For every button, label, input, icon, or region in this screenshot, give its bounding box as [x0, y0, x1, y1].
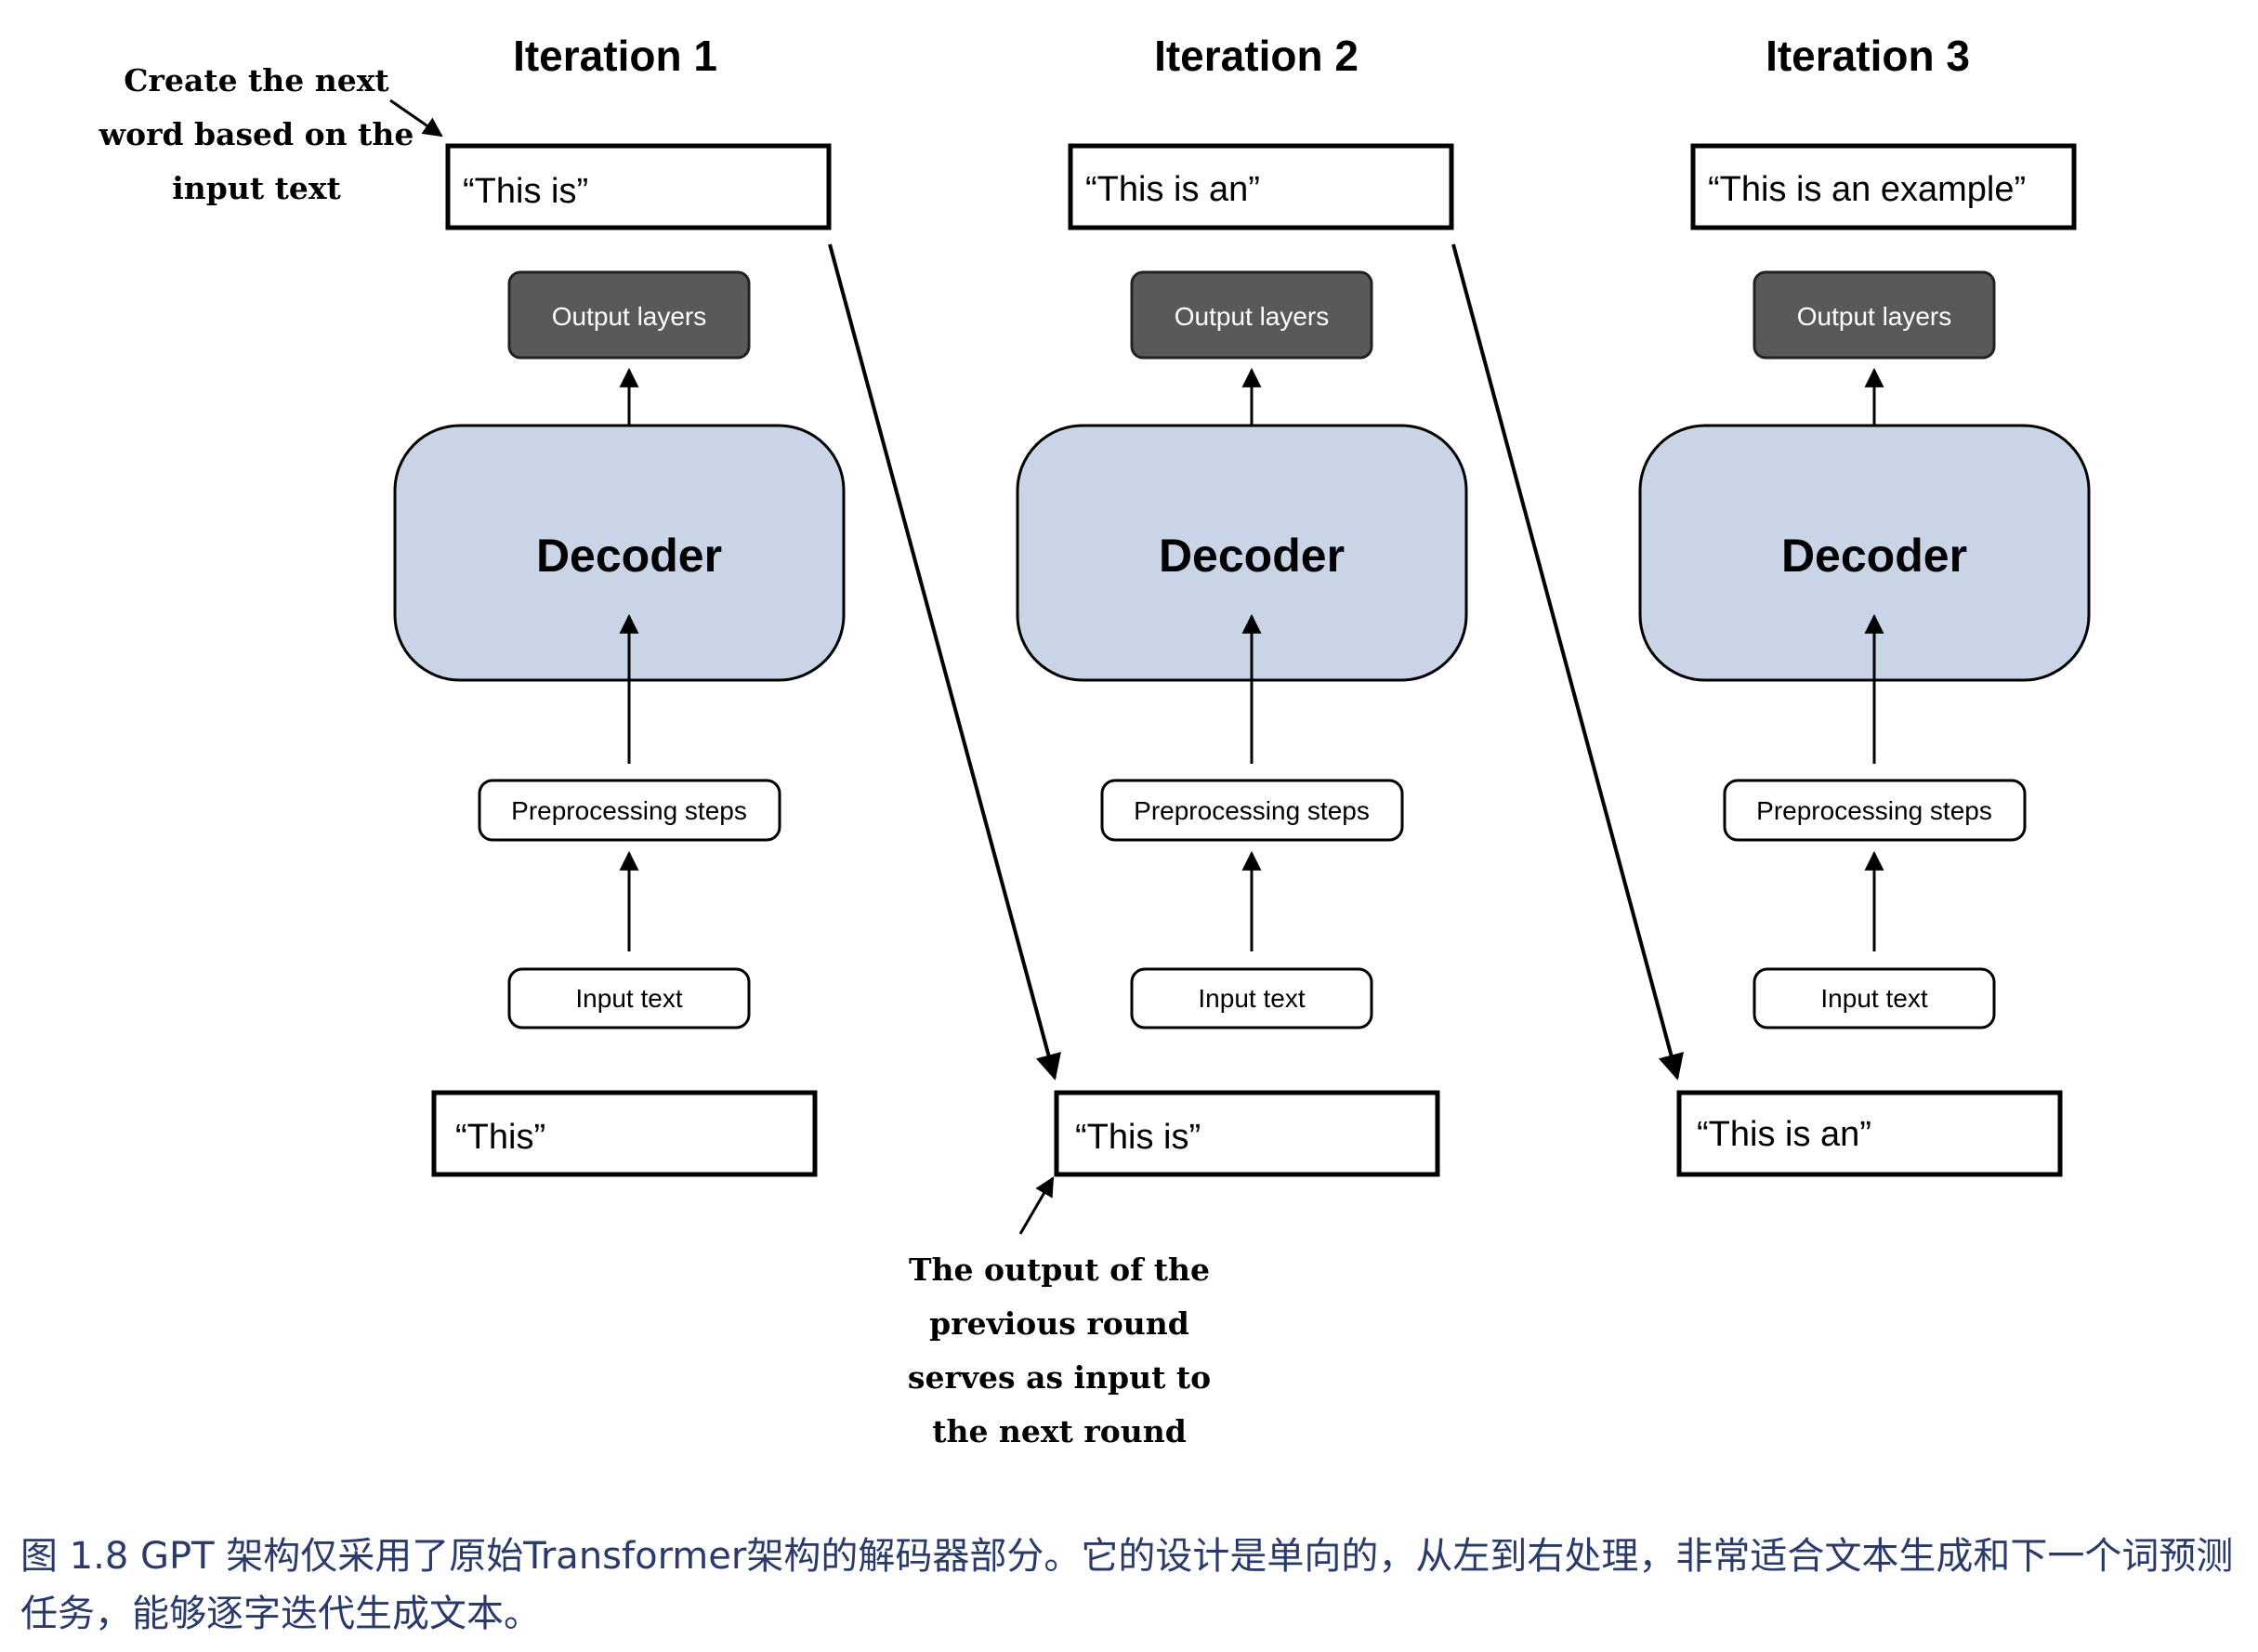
- iteration-2-input-text: “This is”: [1075, 1118, 1201, 1157]
- iteration-2: Iteration 2 “This is an” Output layers D…: [1016, 32, 1468, 1177]
- iteration-3-output-layers: [1753, 270, 1996, 360]
- annotation-bottom-line-1: The output of the: [909, 1252, 1210, 1288]
- annotation-top-line-2: word based on the: [98, 116, 414, 152]
- iteration-3-output-layers-label: Output layers: [1797, 302, 1952, 331]
- iteration-2-title: Iteration 2: [1154, 32, 1359, 80]
- iteration-3-preprocessing-box: [1723, 779, 2027, 842]
- annotation-bottom-line-2: previous round: [929, 1305, 1189, 1342]
- figure-caption: 图 1.8 GPT 架构仅采用了原始Transformer架构的解码器部分。它的…: [20, 1535, 2234, 1635]
- iteration-3-input-box: [1753, 967, 1996, 1029]
- iteration-3-input-label: Input text: [1820, 984, 1927, 1013]
- iteration-3: Iteration 3 “This is an example” Output …: [1638, 32, 2091, 1177]
- iteration-1-input-label: Input text: [575, 984, 682, 1013]
- iteration-1-output-layers: [507, 270, 751, 360]
- iteration-2-output-text: “This is an”: [1085, 170, 1260, 209]
- gpt-iteration-diagram: Create the next word based on the input …: [98, 32, 2091, 1449]
- iteration-3-input-text-box: [1676, 1090, 2063, 1177]
- iteration-2-input-label: Input text: [1198, 984, 1305, 1013]
- iteration-1-input-text-box: [431, 1090, 818, 1177]
- iteration-2-output-box: [1068, 143, 1454, 230]
- iteration-3-title: Iteration 3: [1766, 32, 1970, 80]
- iteration-1-preprocessing-box: [478, 779, 781, 842]
- iteration-1-output-box: [445, 143, 832, 230]
- iteration-1-output-text: “This is”: [463, 172, 588, 211]
- iteration-2-decoder-label: Decoder: [1159, 530, 1345, 582]
- annotation-bottom-line-4: the next round: [932, 1413, 1187, 1449]
- iteration-1-decoder: [393, 424, 846, 682]
- iteration-2-input-text-box: [1054, 1090, 1440, 1177]
- iteration-3-decoder-label: Decoder: [1781, 530, 1967, 582]
- iteration-2-output-layers-label: Output layers: [1175, 302, 1330, 331]
- iteration-2-output-layers: [1130, 270, 1373, 360]
- iteration-2-preprocessing-label: Preprocessing steps: [1134, 796, 1370, 825]
- iteration-3-output-box: [1690, 143, 2077, 230]
- iteration-3-output-text: “This is an example”: [1708, 170, 2026, 209]
- iteration-3-preprocessing-label: Preprocessing steps: [1756, 796, 1992, 825]
- iteration-2-decoder: [1016, 424, 1468, 682]
- feedback-arrow-1-to-2: [828, 243, 1061, 1081]
- annotation-bottom-arrow: [1018, 1176, 1055, 1235]
- iteration-1-title: Iteration 1: [513, 32, 717, 80]
- feedback-arrow-2-to-3: [1451, 243, 1684, 1081]
- iteration-1-input-box: [507, 967, 751, 1029]
- iteration-1-input-text: “This”: [455, 1118, 545, 1157]
- annotation-top-line-1: Create the next: [124, 62, 389, 98]
- iteration-2-input-box: [1130, 967, 1373, 1029]
- iteration-1-decoder-label: Decoder: [536, 530, 722, 582]
- iteration-1: Iteration 1 “This is” Output layers Deco…: [393, 32, 846, 1177]
- iteration-1-preprocessing-label: Preprocessing steps: [511, 796, 747, 825]
- annotation-top-arrow: [389, 98, 443, 138]
- iteration-3-input-text: “This is an”: [1697, 1115, 1871, 1154]
- annotation-bottom-line-3: serves as input to: [908, 1359, 1211, 1396]
- annotation-top-line-3: input text: [172, 170, 341, 206]
- iteration-2-preprocessing-box: [1100, 779, 1404, 842]
- iteration-3-decoder: [1638, 424, 2091, 682]
- iteration-1-output-layers-label: Output layers: [552, 302, 707, 331]
